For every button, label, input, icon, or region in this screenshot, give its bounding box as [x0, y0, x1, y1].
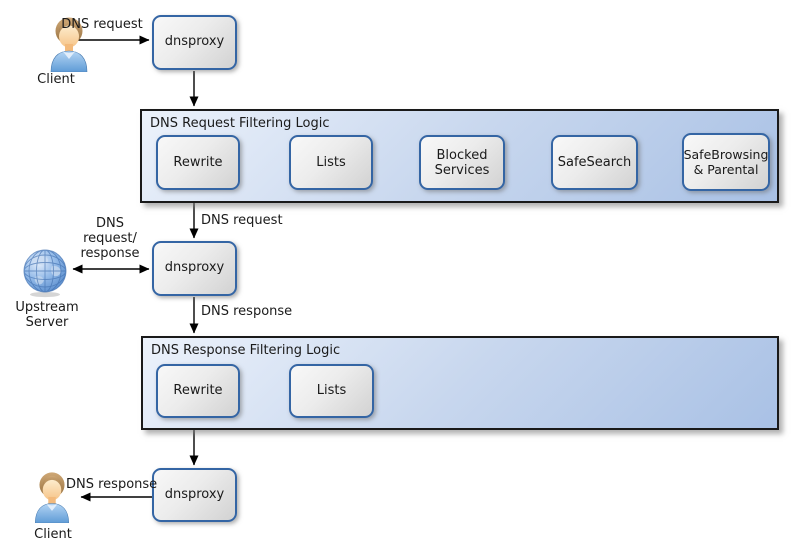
req-step-blocked-services-label: Blocked Services: [434, 147, 490, 178]
dns-response-bottom-label: DNS response: [66, 477, 158, 492]
dnsproxy-bottom-node: dnsproxy: [152, 468, 237, 522]
dnsproxy-mid-label: dnsproxy: [164, 260, 225, 276]
req-step-safebrowsing-label: SafeBrowsing & Parental: [683, 147, 769, 177]
client-bottom-label: Client: [34, 527, 72, 542]
dns-request-top-label: DNS request: [61, 17, 143, 32]
client-top-label: Client: [37, 72, 75, 87]
resp-step-lists-label: Lists: [316, 382, 347, 398]
request-filtering-container: DNS Request Filtering Logic Rewrite List…: [140, 109, 779, 203]
response-filtering-title: DNS Response Filtering Logic: [151, 343, 341, 358]
req-step-blocked-services: Blocked Services: [419, 135, 505, 190]
upstream-server-label: Upstream Server: [15, 300, 79, 330]
req-step-lists: Lists: [289, 135, 373, 190]
dns-response-mid-label: DNS response: [201, 304, 293, 319]
dnsproxy-mid-node: dnsproxy: [152, 241, 237, 296]
request-filtering-title: DNS Request Filtering Logic: [150, 116, 330, 131]
upstream-exchange-label: DNS request/ response: [80, 216, 140, 261]
req-step-rewrite-label: Rewrite: [173, 155, 223, 170]
resp-step-rewrite: Rewrite: [156, 364, 240, 418]
client-bottom-icon: [29, 471, 75, 524]
req-step-lists-label: Lists: [316, 155, 346, 170]
dnsproxy-top-label: dnsproxy: [164, 34, 225, 50]
dns-request-mid-label: DNS request: [201, 213, 283, 228]
resp-step-lists: Lists: [289, 364, 374, 418]
response-filtering-container: DNS Response Filtering Logic Rewrite Lis…: [141, 336, 779, 430]
resp-step-rewrite-label: Rewrite: [173, 382, 223, 398]
req-step-safesearch-label: SafeSearch: [557, 155, 632, 170]
req-step-safesearch: SafeSearch: [551, 135, 638, 190]
req-step-safebrowsing: SafeBrowsing & Parental: [682, 133, 770, 191]
dnsproxy-bottom-label: dnsproxy: [164, 486, 225, 502]
dnsproxy-top-node: dnsproxy: [152, 15, 237, 70]
req-step-rewrite: Rewrite: [156, 135, 240, 190]
upstream-server-icon: [22, 248, 68, 298]
client-icon: [46, 16, 92, 73]
